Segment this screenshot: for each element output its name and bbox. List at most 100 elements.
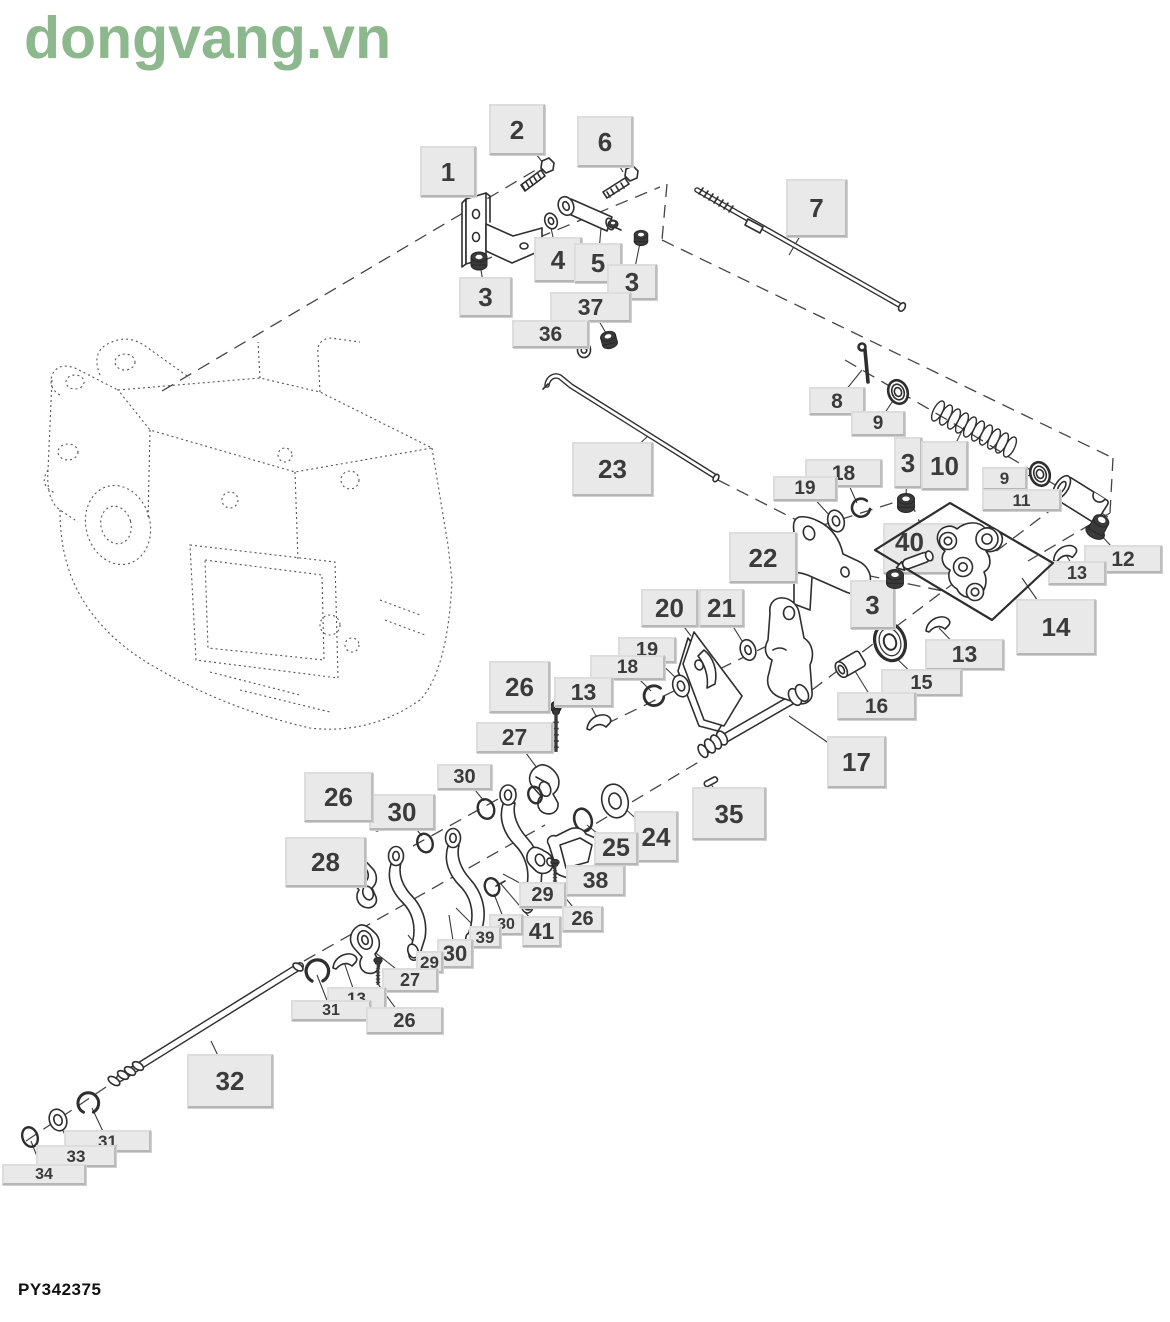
- part-washer-19b: [671, 674, 691, 698]
- part-callout: 38: [566, 865, 625, 896]
- part-washer-15: [872, 621, 908, 663]
- part-number: 32: [215, 1066, 245, 1096]
- part-callout: 22: [729, 532, 797, 583]
- part-number: 29: [420, 952, 439, 972]
- part-callout: 23: [572, 442, 653, 496]
- part-washer-19a: [826, 509, 846, 533]
- part-number: 26: [571, 908, 594, 930]
- part-bolt-6: [602, 165, 639, 199]
- part-number: 8: [831, 389, 843, 413]
- part-bracket-1: [461, 192, 543, 268]
- part-number: 30: [453, 766, 476, 788]
- part-callout: 10: [921, 441, 968, 490]
- part-callout: 8: [809, 387, 865, 415]
- part-callout: 35: [692, 787, 766, 840]
- part-number: 16: [864, 694, 889, 718]
- part-number: 27: [399, 970, 421, 990]
- part-number: 35: [714, 798, 744, 829]
- part-number: 30: [442, 940, 468, 966]
- part-number: 11: [1012, 490, 1031, 510]
- part-cotter-pin-8: [857, 342, 870, 384]
- part-number: 27: [501, 724, 528, 750]
- part-number: 25: [602, 834, 630, 862]
- part-number: 23: [598, 454, 627, 484]
- part-washer-4: [543, 212, 559, 230]
- part-callout: 30: [437, 939, 473, 968]
- gearbox-housing-phantom: [43, 337, 453, 730]
- part-shaft-17: [697, 597, 814, 759]
- part-number: 18: [831, 461, 856, 485]
- part-lever-arm-c: [387, 845, 427, 962]
- part-washer-24: [600, 783, 630, 819]
- part-number: 31: [322, 1001, 340, 1019]
- part-callout: 3: [607, 264, 657, 300]
- part-number: 40: [895, 527, 924, 557]
- part-callout: 12: [1084, 545, 1162, 573]
- part-callout: 1: [420, 146, 476, 197]
- part-callout: 13: [925, 639, 1004, 670]
- part-number: 36: [538, 322, 563, 346]
- part-callout: 30: [369, 794, 435, 830]
- part-callout: 30: [437, 764, 492, 790]
- part-number: 2: [509, 114, 525, 145]
- part-callout: 3: [850, 580, 895, 629]
- part-number: 41: [528, 918, 555, 944]
- part-callout: 31: [291, 1000, 371, 1021]
- part-washer-33: [48, 1108, 68, 1132]
- part-clevis-5: [557, 195, 622, 232]
- part-callout: 2: [489, 104, 545, 155]
- part-callout: 29: [519, 882, 566, 908]
- part-number: 6: [597, 126, 613, 157]
- part-plate-20: [677, 631, 743, 732]
- part-callout: 27: [476, 722, 553, 753]
- part-callout: 16: [837, 692, 916, 720]
- part-number: 3: [624, 267, 640, 297]
- part-number: 9: [872, 413, 884, 434]
- part-pin-35: [703, 776, 719, 788]
- part-callout: 9: [982, 467, 1027, 490]
- part-rod-7: [694, 187, 907, 312]
- part-spring-10: [930, 400, 1018, 458]
- part-number: 13: [1066, 563, 1088, 583]
- part-washer-9b: [1028, 460, 1052, 488]
- part-number: 1: [440, 156, 456, 187]
- part-callout: 14: [1016, 599, 1096, 655]
- part-washer-9a: [886, 378, 910, 406]
- part-callout: 34: [2, 1164, 86, 1185]
- part-shaft-32: [107, 962, 304, 1087]
- part-callout: 6: [577, 116, 633, 167]
- part-callout: 15: [881, 669, 962, 696]
- part-number: 13: [570, 678, 597, 705]
- part-number: 15: [910, 671, 933, 694]
- part-callout: 13: [1048, 561, 1106, 585]
- part-number: 30: [497, 915, 515, 933]
- part-number: 20: [655, 593, 684, 623]
- part-number: 34: [35, 1165, 53, 1183]
- part-number: 13: [951, 641, 978, 667]
- part-bushing-16: [834, 650, 867, 679]
- part-number: 4: [550, 244, 566, 275]
- part-oring-34: [20, 1126, 40, 1148]
- part-callout: 3: [894, 437, 922, 488]
- part-callout: 21: [699, 589, 744, 627]
- part-number: 17: [842, 747, 871, 777]
- part-number: 30: [387, 797, 417, 827]
- part-callout: 7: [786, 179, 847, 237]
- part-number: 29: [531, 884, 554, 906]
- part-callout: 26: [562, 906, 603, 932]
- part-callout: 39: [469, 926, 501, 948]
- part-oring-25: [572, 807, 594, 833]
- part-number: 3: [865, 589, 880, 620]
- part-orings-30: [416, 785, 543, 897]
- part-clamp-27a: [528, 764, 560, 815]
- part-callout: 20: [641, 589, 698, 627]
- part-number: 26: [324, 782, 353, 812]
- part-number: 38: [582, 867, 609, 893]
- part-callout: 27: [382, 968, 438, 992]
- part-number: 37: [577, 293, 604, 320]
- part-callout: 3: [459, 277, 512, 317]
- part-callout: 26: [366, 1007, 443, 1034]
- part-callout: 11: [982, 489, 1061, 511]
